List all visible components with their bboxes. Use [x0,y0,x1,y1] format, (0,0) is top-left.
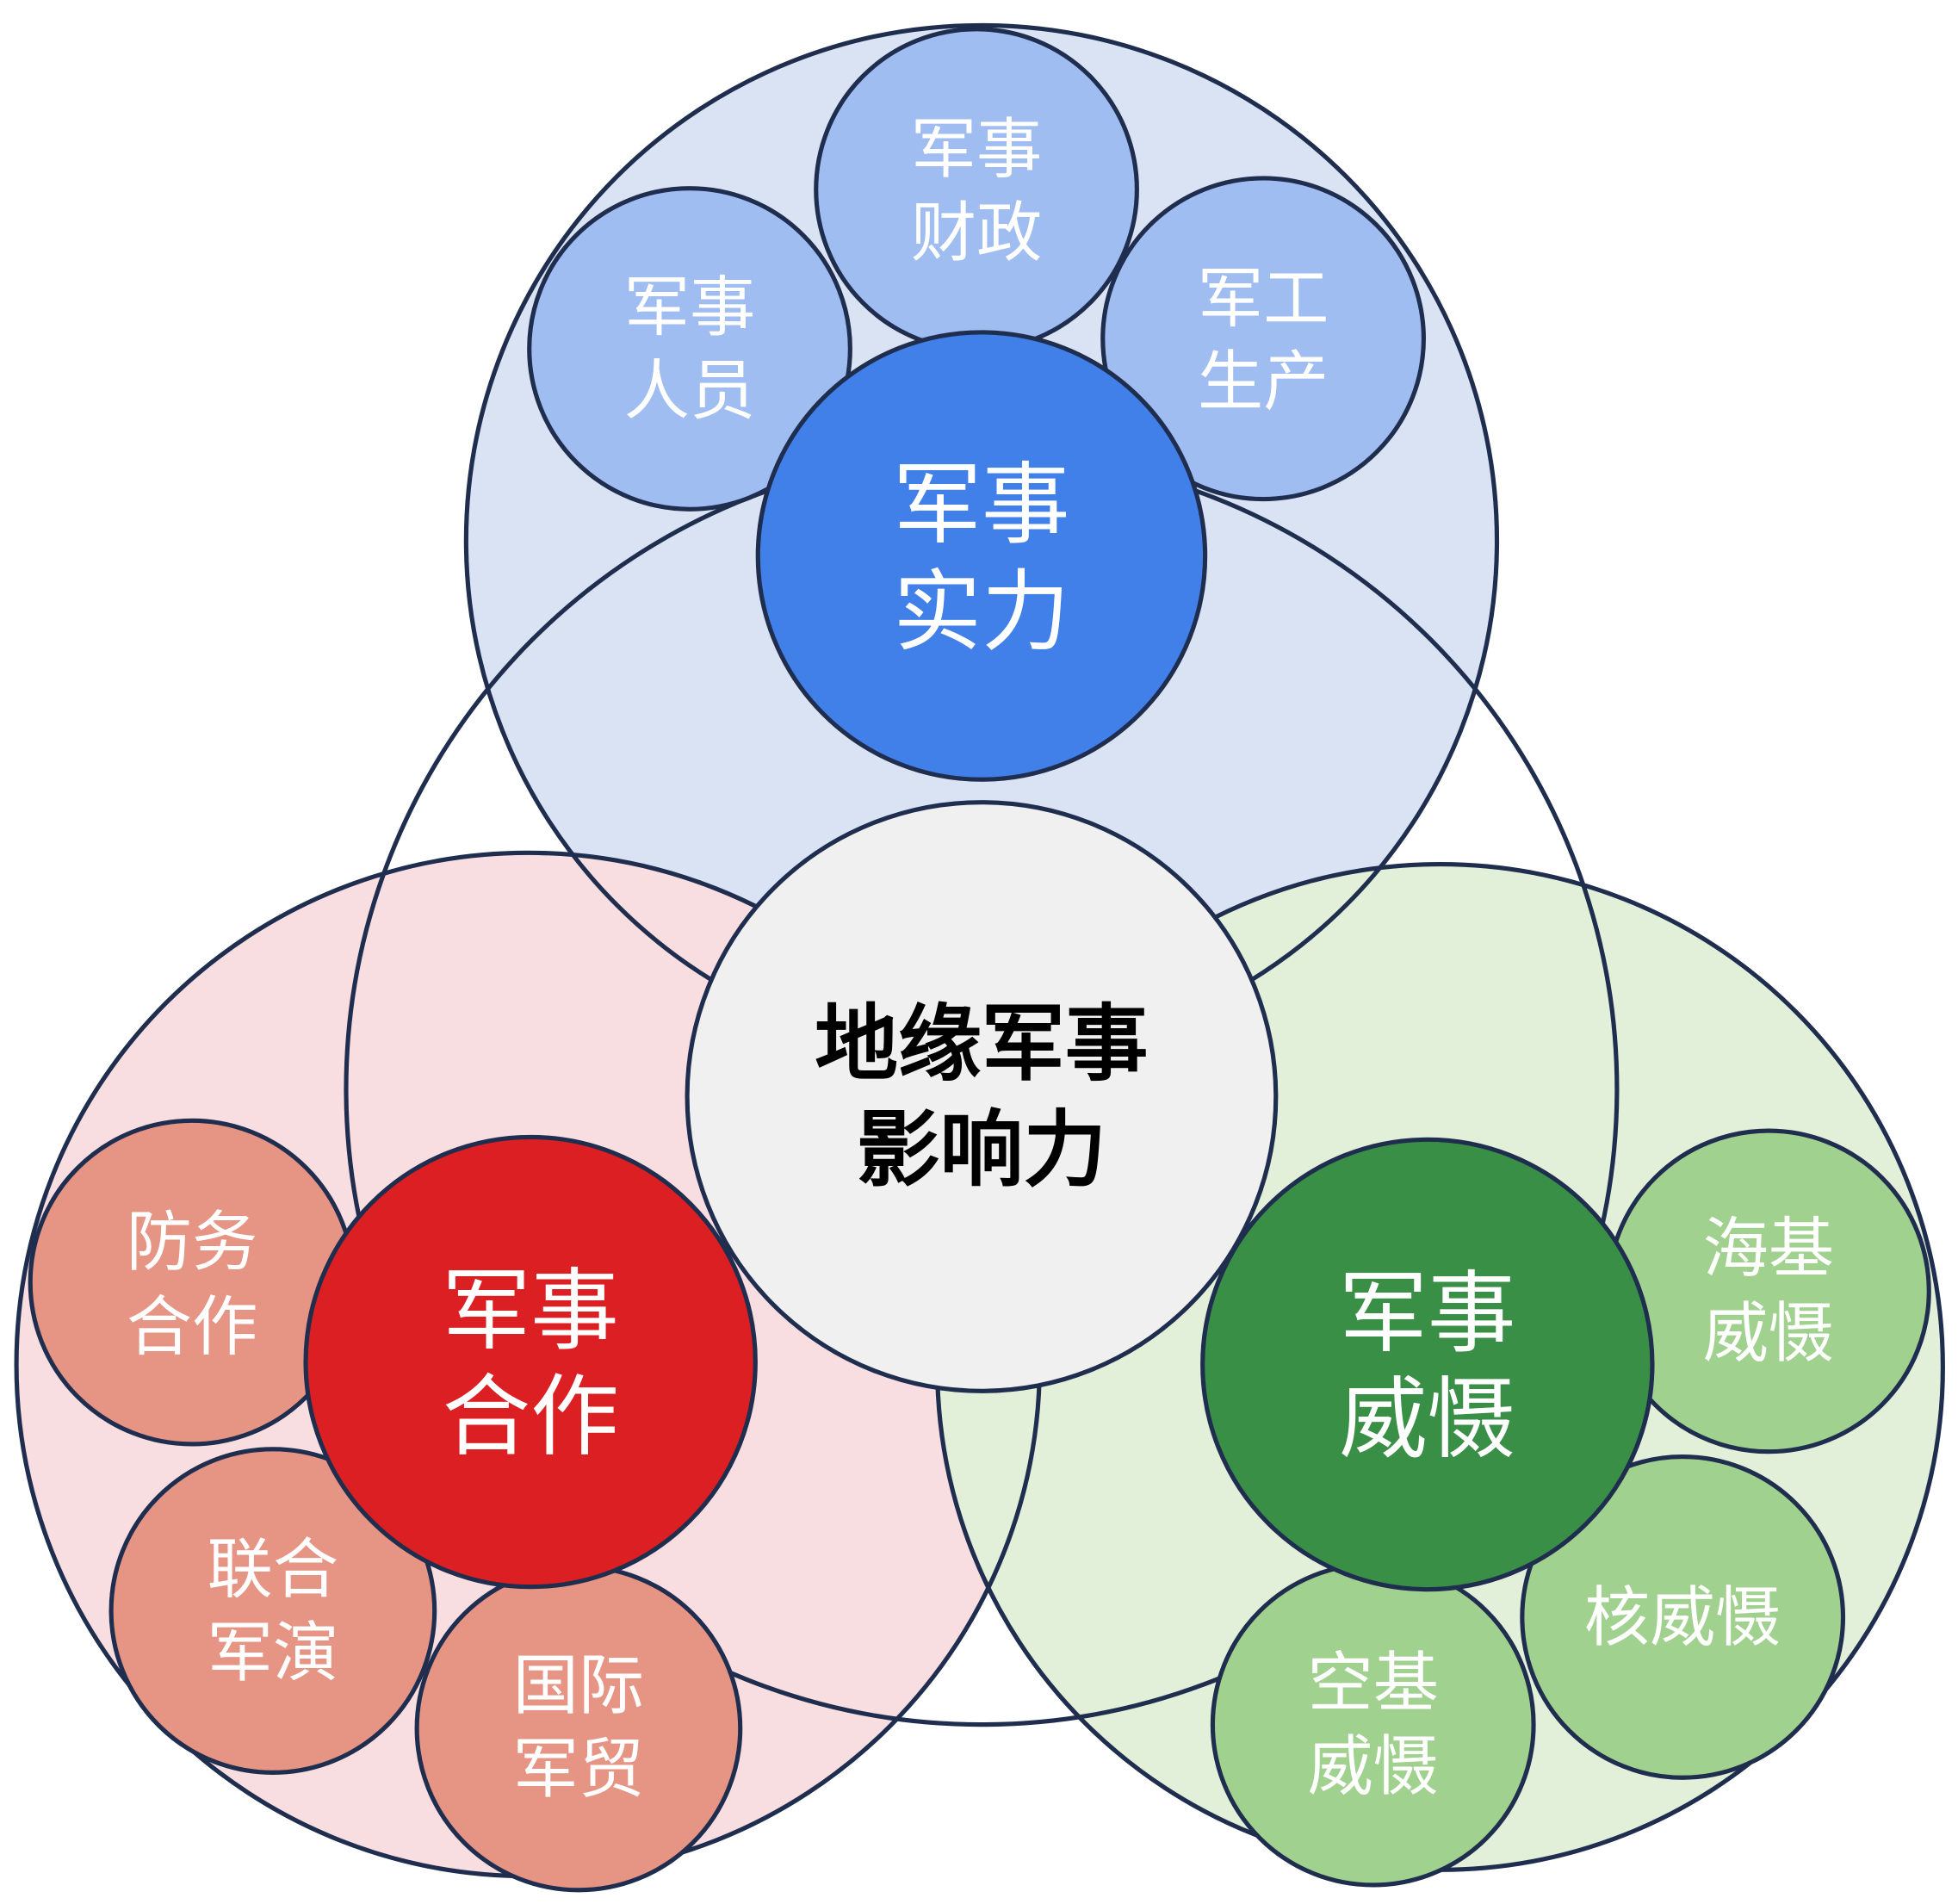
det-item-air-l1: 空基 [1307,1645,1439,1721]
strength-label-line2: 实力 [893,561,1069,664]
strength-item-industry-circle-outline [1100,176,1426,502]
coop-item-arms-trade-circle [417,1566,740,1890]
coop-item-exercise-circle-outline [108,1447,437,1775]
deterrence-main-circle [1202,1139,1652,1590]
cooperation-label-line1: 军事 [442,1260,618,1362]
coop-item-defense-l2: 合作 [127,1288,258,1365]
center-label-line1: 地缘军事 [815,995,1148,1092]
strength-item-personnel-circle-outline [527,186,852,512]
strength-item-finance-l1: 军事 [911,111,1043,188]
coop-item-exercise-circle [111,1448,435,1773]
cooperation-main-circle-outline [303,1134,758,1590]
det-item-sea-l2: 威慑 [1703,1294,1835,1371]
coop-item-defense-circle [30,1120,354,1444]
strength-label-line1: 军事 [893,454,1069,556]
det-item-nuclear: 核威慑 [1584,1578,1781,1655]
det-item-sea-l1: 海基 [1703,1210,1835,1287]
center-circle-outline [685,800,1279,1393]
center-circle [687,802,1276,1392]
strength-item-industry-circle [1102,177,1424,499]
cooperation-main-circle [306,1137,756,1587]
coop-item-exercise-l2: 军演 [208,1615,339,1691]
strength-item-industry-l2: 生产 [1198,344,1329,420]
det-item-sea-circle [1608,1131,1930,1452]
coop-item-defense-l1: 防务 [127,1204,258,1281]
strength-main-circle [758,332,1205,780]
det-item-nuclear-circle-outline [1520,1454,1846,1780]
deterrence-main-circle-outline [1200,1137,1655,1592]
strength-item-personnel-l2: 人员 [624,352,756,429]
det-item-air-circle [1212,1564,1534,1885]
strength-item-personnel-l1: 军事 [624,269,756,345]
deterrence-label-line2: 威慑 [1339,1369,1515,1472]
center-label-line2: 影响力 [857,1101,1106,1199]
coop-item-exercise-l1: 联合 [208,1531,339,1608]
cooperation-label-line2: 合作 [442,1367,618,1469]
strength-item-personnel-circle [529,188,851,510]
strength-item-industry-l1: 军工 [1198,260,1329,337]
det-item-nuclear-circle [1521,1456,1843,1778]
det-item-air-l2: 威慑 [1307,1728,1439,1805]
deterrence-label-line1: 军事 [1339,1262,1515,1365]
strength-main-circle-outline [755,330,1208,782]
strength-item-finance-circle [815,28,1137,350]
strength-item-finance-l2: 财政 [911,194,1043,270]
coop-item-arms-trade-l2: 军贸 [513,1730,645,1807]
coop-item-arms-trade-l1: 国际 [513,1647,645,1724]
